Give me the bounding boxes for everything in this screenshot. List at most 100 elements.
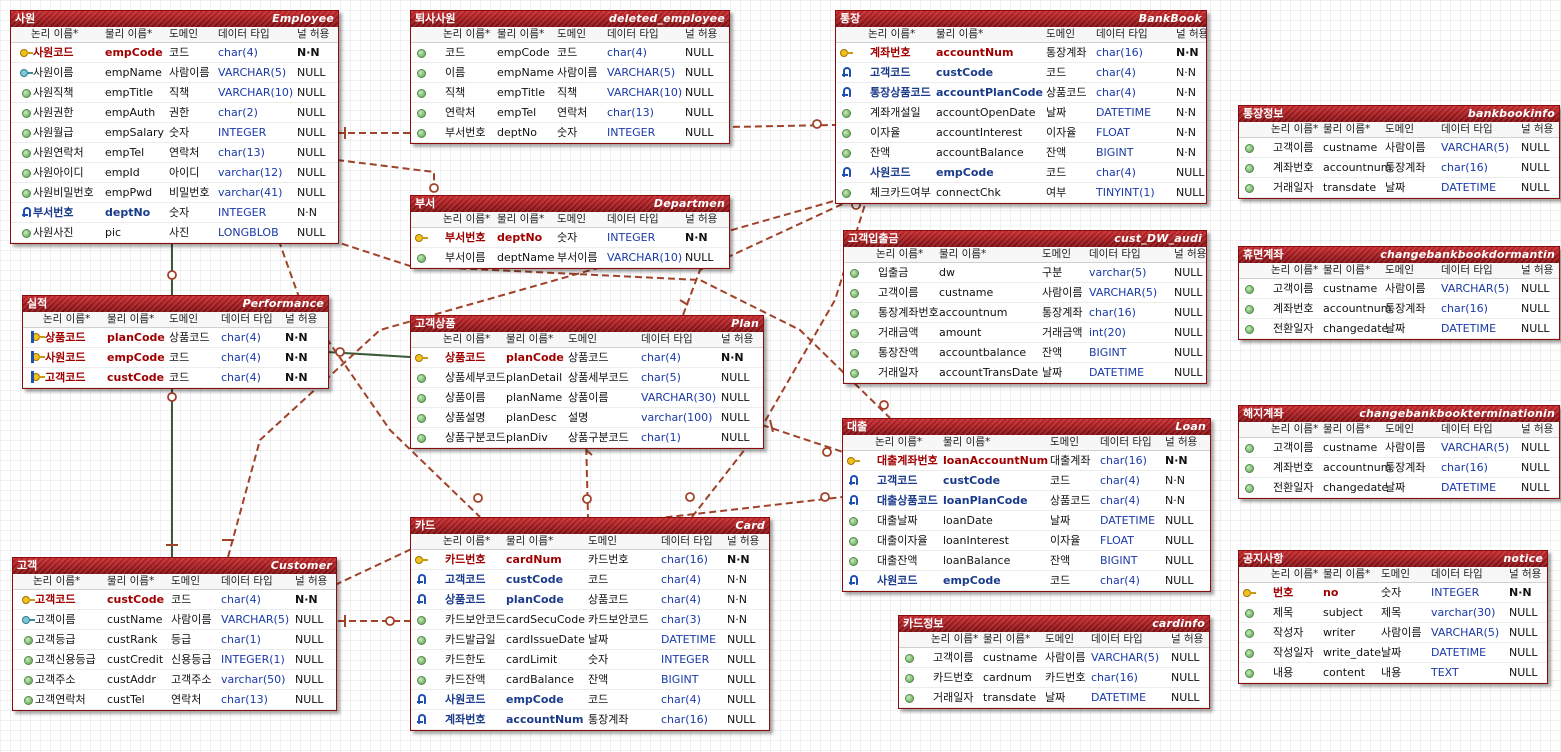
relationship-line[interactable] [761, 424, 844, 453]
relationship-line[interactable] [334, 496, 844, 586]
relationship-line[interactable] [691, 194, 869, 518]
relationship-line[interactable] [274, 229, 481, 518]
relationship-line[interactable] [682, 194, 863, 316]
relationship-line[interactable] [299, 229, 891, 419]
